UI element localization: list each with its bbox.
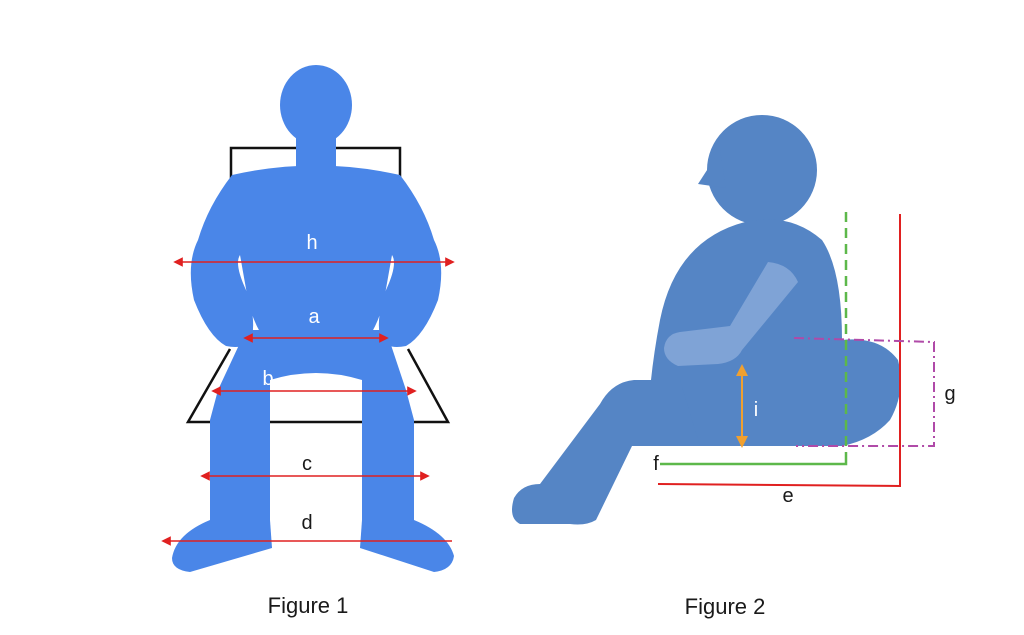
label-h: h: [306, 232, 317, 254]
label-f: f: [653, 453, 659, 475]
label-b: b: [262, 368, 273, 390]
measure-f-line: [660, 212, 848, 466]
label-e: e: [782, 485, 793, 507]
figure-2: i f e g Figure 2: [512, 115, 956, 619]
arm-side-view: [664, 262, 798, 366]
label-a: a: [308, 306, 320, 328]
label-g: g: [944, 383, 955, 405]
label-c: c: [302, 453, 312, 475]
label-i: i: [754, 399, 758, 421]
fig1-measurements: [161, 257, 455, 546]
measure-e-line: [657, 214, 901, 488]
person-side-view: [512, 115, 901, 525]
figure-1: h a b c d Figure 1: [161, 65, 455, 618]
figure-1-caption: Figure 1: [268, 593, 349, 618]
label-d: d: [301, 512, 312, 534]
figure-2-caption: Figure 2: [685, 594, 766, 619]
